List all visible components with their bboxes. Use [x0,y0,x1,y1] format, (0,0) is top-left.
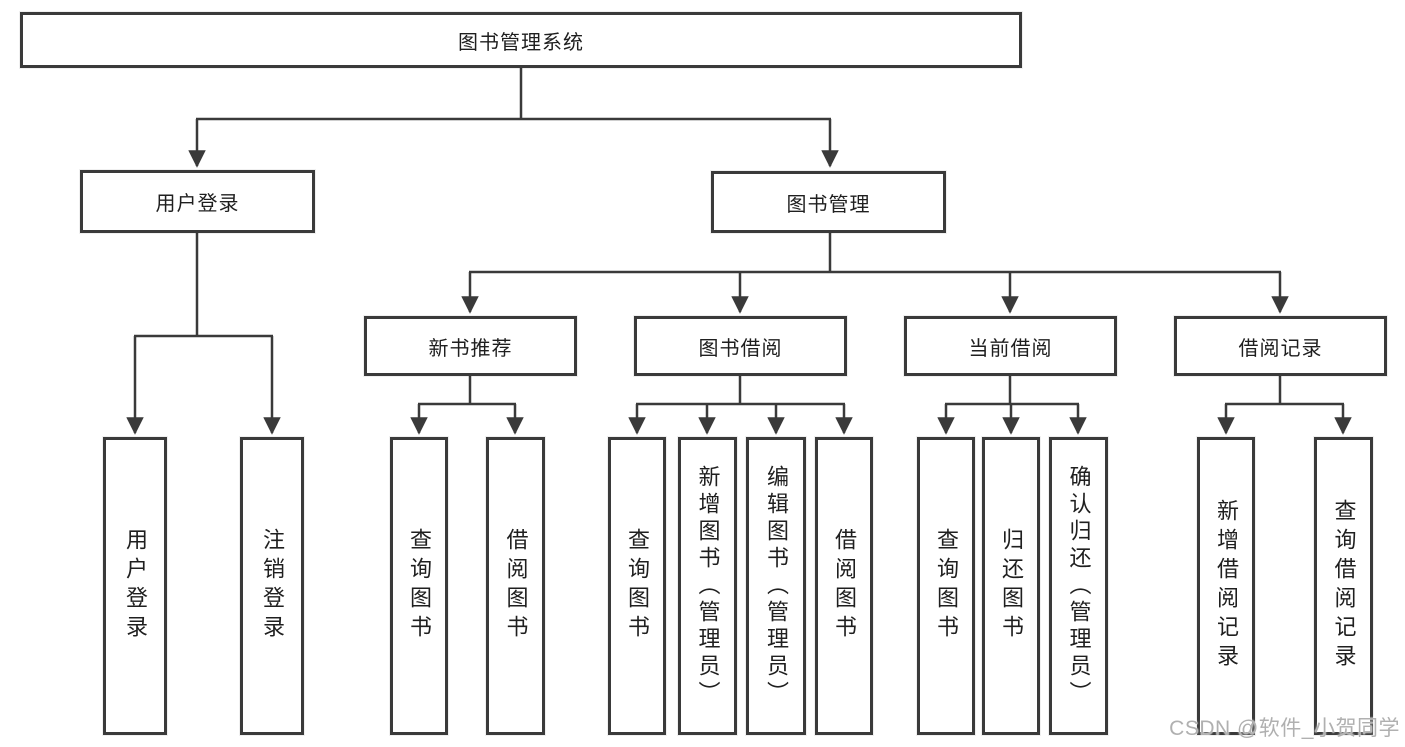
leaf-nbr-borrow-books: 借阅图书 [486,437,545,735]
node-book-management-label: 图书管理 [786,193,871,216]
node-book-borrow-label: 图书借阅 [698,337,783,360]
leaf-br-query-record: 查询借阅记录 [1314,437,1373,735]
leaf-cb-return-books-label: 归还图书 [999,528,1024,644]
leaf-cb-query-books-label: 查询图书 [934,528,959,644]
leaf-bb-query-books: 查询图书 [608,437,666,735]
leaf-bb-query-books-label: 查询图书 [625,528,650,644]
leaf-logout-login: 注销登录 [240,437,304,735]
leaf-bb-add-books-admin: 新增图书（管理员） [678,437,737,735]
node-new-book-recommend-label: 新书推荐 [428,337,513,360]
node-user-login-label: 用户登录 [155,193,240,215]
leaf-cb-return-books: 归还图书 [982,437,1040,735]
node-current-borrow-label: 当前借阅 [968,337,1053,360]
leaf-bb-borrow-books: 借阅图书 [815,437,873,735]
leaf-nbr-query-books-label: 查询图书 [407,528,432,644]
node-current-borrow: 当前借阅 [904,316,1117,376]
node-borrow-records: 借阅记录 [1174,316,1387,376]
leaf-bb-borrow-books-label: 借阅图书 [832,528,857,644]
node-user-login: 用户登录 [80,170,315,233]
leaf-cb-confirm-return-admin: 确认归还（管理员） [1049,437,1108,735]
leaf-bb-add-books-admin-label: 新增图书（管理员） [695,464,721,708]
leaf-cb-confirm-return-admin-label: 确认归还（管理员） [1066,464,1092,708]
node-root-label: 图书管理系统 [458,31,584,54]
leaf-logout-login-label: 注销登录 [260,528,285,644]
node-book-borrow: 图书借阅 [634,316,847,376]
leaf-br-add-record-label: 新增借阅记录 [1214,499,1239,673]
leaf-user-login: 用户登录 [103,437,167,735]
leaf-br-add-record: 新增借阅记录 [1197,437,1255,735]
connector-skeleton [134,68,1344,406]
leaf-bb-edit-books-admin: 编辑图书（管理员） [746,437,806,735]
node-root: 图书管理系统 [20,12,1022,68]
leaf-br-query-record-label: 查询借阅记录 [1331,499,1357,673]
node-new-book-recommend: 新书推荐 [364,316,577,376]
watermark: CSDN @软件_小贺同学 [1169,717,1400,740]
node-book-management: 图书管理 [711,171,946,233]
leaf-nbr-borrow-books-label: 借阅图书 [503,528,529,644]
leaf-cb-query-books: 查询图书 [917,437,975,735]
leaf-bb-edit-books-admin-label: 编辑图书（管理员） [764,464,789,708]
node-borrow-records-label: 借阅记录 [1238,337,1323,360]
leaf-nbr-query-books: 查询图书 [390,437,448,735]
leaf-user-login-label: 用户登录 [123,528,148,644]
